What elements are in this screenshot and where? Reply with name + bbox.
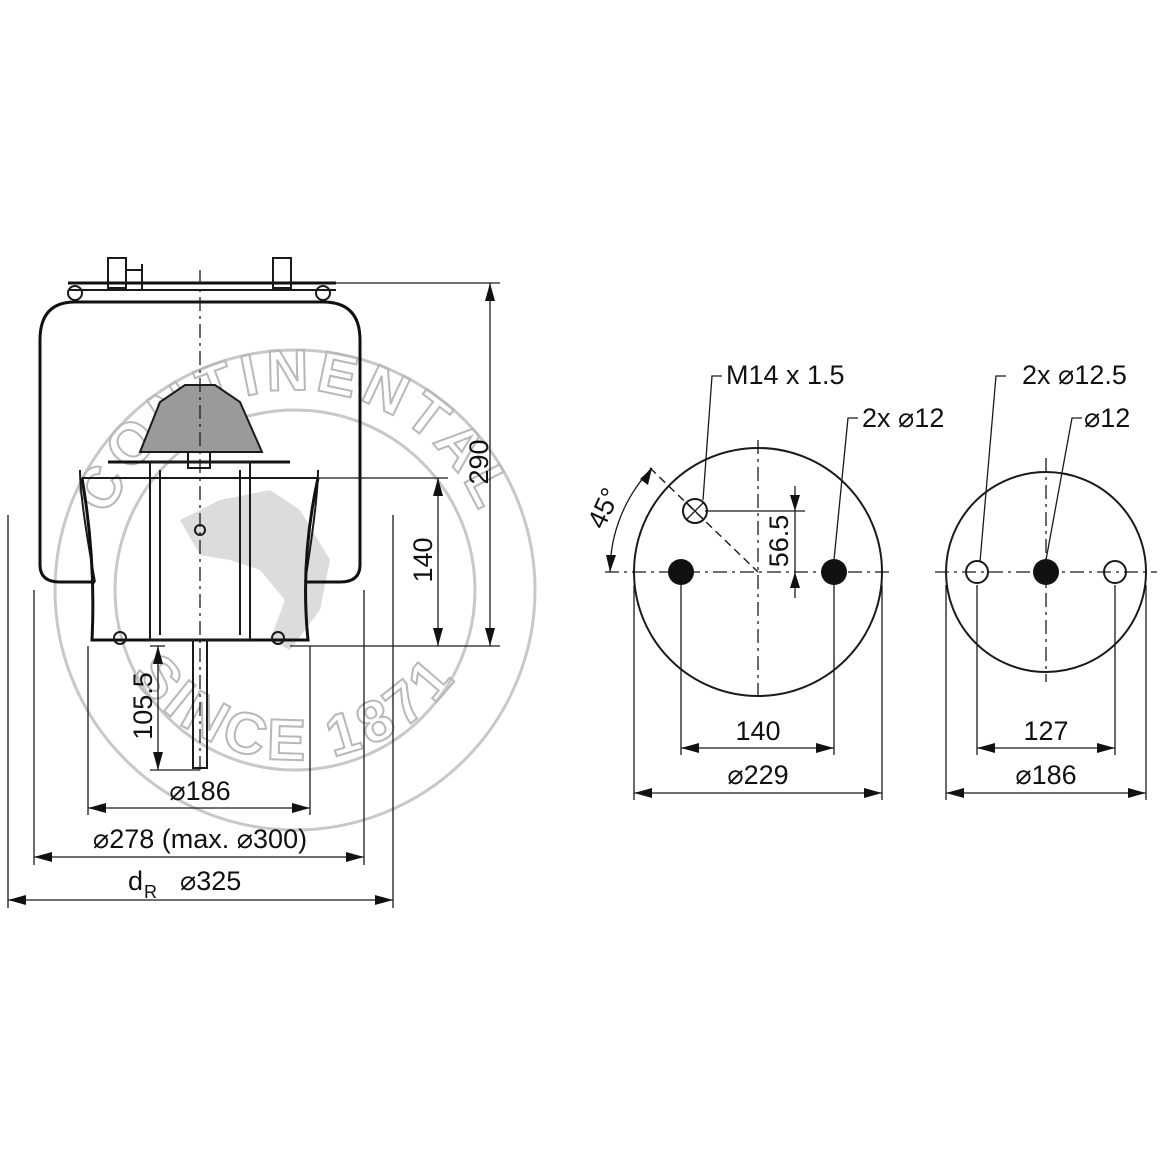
dim-186-side: ⌀186 [87, 646, 311, 815]
bottom-center-label: ⌀12 [1084, 403, 1130, 433]
bottom-plate-view: 2x ⌀12.5 ⌀12 127 ⌀186 [935, 360, 1157, 800]
watermark-top-text: CONTINENTAL [62, 338, 528, 522]
watermark-bottom-text: SINCE 1871 [121, 641, 469, 773]
dim-290: 290 [290, 282, 500, 647]
bottom-hole-left [965, 560, 989, 584]
dim-290-label: 290 [464, 439, 494, 484]
angle-label: 45° [582, 483, 626, 533]
watermark: CONTINENTAL SINCE 1871 [53, 337, 537, 832]
dim-105-5: 105.5 [128, 645, 200, 771]
dim-325-prefix: d [128, 866, 143, 896]
dim-325-label: ⌀325 [180, 866, 241, 896]
dim-278: ⌀278 (max. ⌀300) [33, 590, 365, 865]
bottom-center-hole [1033, 559, 1059, 585]
thread-label: M14 x 1.5 [726, 360, 845, 390]
dim-325-subscript: R [144, 882, 157, 902]
bottom-hole-label: 2x ⌀12.5 [1022, 360, 1127, 390]
bottom-spacing-label: 127 [1023, 716, 1068, 746]
dim-186-side-label: ⌀186 [169, 776, 230, 806]
horse-logo-icon [180, 490, 330, 650]
dim-325: d R ⌀325 [7, 515, 394, 908]
bottom-plate-dia-label: ⌀186 [1015, 760, 1076, 790]
bottom-hole-right [1103, 560, 1127, 584]
dim-140-side-label: 140 [408, 537, 438, 582]
offset-label: 56.5 [764, 515, 794, 568]
side-view [38, 257, 362, 775]
dim-278-label: ⌀278 (max. ⌀300) [93, 824, 307, 854]
top-hole-label: 2x ⌀12 [862, 403, 944, 433]
top-plate-dia-label: ⌀229 [727, 760, 788, 790]
top-plate-view: M14 x 1.5 2x ⌀12 45° 56.5 140 ⌀229 [582, 360, 944, 800]
bolt-hole-left [668, 559, 694, 585]
top-spacing-label: 140 [735, 716, 780, 746]
dim-105-5-label: 105.5 [128, 672, 158, 740]
bolt-hole-right [821, 559, 847, 585]
dim-140-side: 140 [290, 477, 448, 646]
